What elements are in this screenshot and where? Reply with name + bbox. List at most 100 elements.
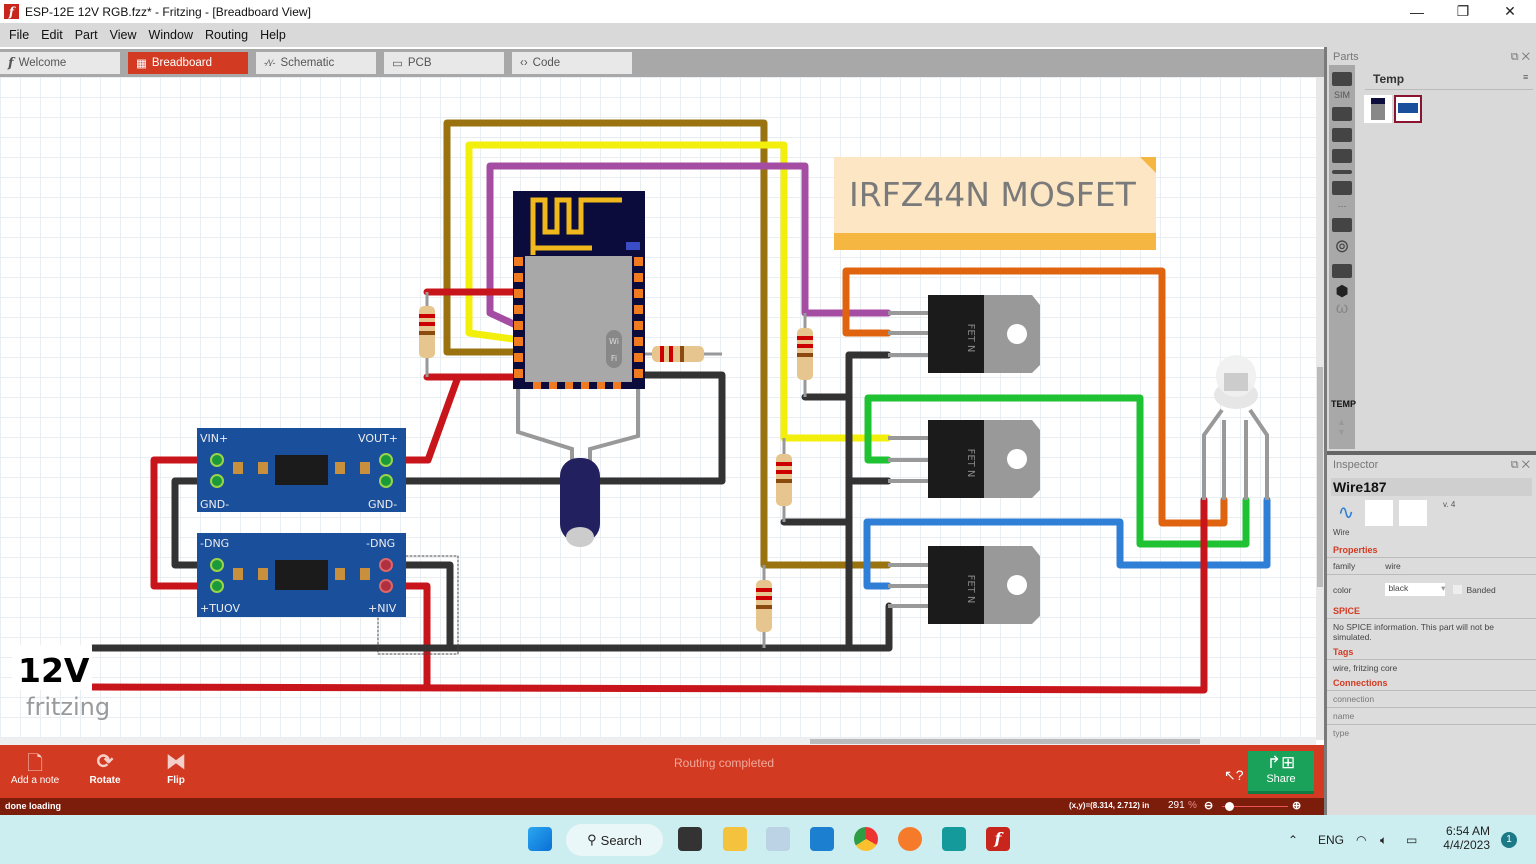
wifi-icon[interactable]: ◠ (1356, 833, 1367, 847)
wire-orange[interactable] (842, 267, 1228, 527)
esp12e-part-thumb[interactable] (1364, 95, 1392, 123)
wire-green[interactable] (864, 394, 1250, 548)
monitor-app-icon[interactable] (766, 827, 790, 851)
volume-icon[interactable]: 🔈︎ (1380, 833, 1388, 847)
mosfet-3[interactable]: FET N (888, 546, 1040, 624)
firefox-icon[interactable] (898, 827, 922, 851)
clock-date: 4/4/2023 (1443, 838, 1490, 852)
notification-badge[interactable]: 1 (1501, 832, 1517, 848)
button-bin-icon[interactable] (1332, 181, 1352, 195)
part-name[interactable]: Wire187 (1331, 478, 1532, 496)
add-note-button[interactable]: 🗋Add a note (5, 749, 65, 786)
taskbar-search[interactable]: ⚲Search (566, 824, 663, 856)
temp-bin-label[interactable]: TEMP (1331, 399, 1357, 409)
tray-expand-icon[interactable]: ⌃ (1288, 833, 1299, 847)
sim-bin-label[interactable]: SIM (1333, 90, 1350, 100)
antenna-bin-icon[interactable]: ⊚ (1334, 236, 1350, 256)
zoom-slider-thumb[interactable] (1224, 802, 1234, 811)
breadboard-canvas[interactable]: IRFZ44N MOSFET (0, 77, 1316, 740)
connector-bin-icon[interactable] (1332, 128, 1352, 142)
wire-brown[interactable] (443, 119, 892, 569)
menu-window[interactable]: Window (148, 28, 193, 42)
ic-bin-icon[interactable] (1332, 107, 1352, 121)
mosfet-1[interactable]: FET N (888, 295, 1040, 373)
wire-black-esp[interactable] (382, 371, 726, 485)
share-button[interactable]: ↱⊞Share (1248, 751, 1314, 794)
close-button[interactable]: ✕ (1504, 3, 1516, 19)
bin-scroll-arrows-icon[interactable]: ▲▼ (1337, 417, 1346, 437)
flip-button[interactable]: ⧓Flip (146, 749, 206, 786)
chrome-icon[interactable] (854, 827, 878, 851)
windows-start-icon[interactable] (528, 827, 552, 851)
menu-view[interactable]: View (109, 28, 137, 42)
wire-red-main[interactable] (89, 496, 1208, 694)
tab-breadboard[interactable]: ▦Breadboard (128, 52, 248, 74)
robot-bin-icon[interactable] (1332, 264, 1352, 278)
tab-schematic[interactable]: -⁄\⁄-Schematic (256, 52, 376, 74)
wire-black-main[interactable] (89, 602, 893, 652)
fritzing-taskbar-icon[interactable]: f (986, 827, 1010, 851)
wire-blue[interactable] (863, 496, 1271, 590)
more-bin-label[interactable]: ··· (1337, 201, 1347, 211)
status-bar: done loading (x,y)=(8.314, 2.712) in 291… (0, 798, 1324, 815)
resistor-1[interactable] (419, 292, 435, 377)
pin-label: +TUOV (200, 602, 240, 615)
menu-routing[interactable]: Routing (204, 28, 249, 42)
tab-code[interactable]: ‹›Code (512, 52, 632, 74)
resistor-2[interactable] (638, 346, 722, 362)
resistor-bin-icon[interactable] (1332, 170, 1352, 174)
tab-pcb[interactable]: ▭PCB (384, 52, 504, 74)
vertical-scrollbar[interactable] (1316, 77, 1324, 740)
rotate-button[interactable]: ⟳Rotate (75, 749, 135, 786)
bin-menu-icon[interactable]: ≡ (1523, 72, 1529, 82)
power-label-12v: 12V (18, 651, 90, 690)
banded-checkbox[interactable] (1453, 585, 1463, 594)
task-view-icon[interactable] (678, 827, 702, 851)
wire-black-gnd[interactable] (171, 477, 221, 569)
resistor-4[interactable] (776, 438, 792, 522)
float-close-icon[interactable]: ⧉ ✕ (1510, 51, 1530, 63)
wire187-selected[interactable] (382, 561, 454, 652)
logic-bin-icon[interactable] (1332, 149, 1352, 163)
wire-purple[interactable] (486, 162, 892, 331)
battery-icon[interactable]: ▭ (1406, 833, 1418, 847)
esp12e-module[interactable]: Wi Fi (513, 191, 645, 389)
capacitor[interactable] (516, 389, 640, 547)
scroll-thumb[interactable] (810, 739, 1200, 744)
scroll-thumb[interactable] (1317, 367, 1323, 587)
zoom-out-icon[interactable]: ⊖ (1204, 800, 1214, 812)
share-icon: ↱⊞ (1266, 753, 1296, 772)
regulator-part-thumb[interactable] (1394, 95, 1422, 123)
maximize-button[interactable]: ❐ (1456, 3, 1470, 19)
color-select[interactable]: black▾ (1385, 583, 1446, 596)
core-bin-icon[interactable] (1332, 72, 1352, 86)
horizontal-scrollbar[interactable] (0, 738, 1316, 745)
hex-bin-icon[interactable]: ⬢ (1335, 283, 1349, 300)
minimize-button[interactable]: — (1410, 3, 1424, 20)
resistor-5[interactable] (756, 565, 772, 648)
menu-part[interactable]: Part (74, 28, 98, 42)
rgb-led[interactable] (1202, 355, 1269, 500)
language-indicator[interactable]: ENG (1318, 833, 1345, 847)
zoom-in-icon[interactable]: ⊕ (1292, 800, 1302, 812)
mail-icon[interactable] (810, 827, 834, 851)
arduino-icon[interactable] (942, 827, 966, 851)
board-bin-icon[interactable] (1332, 218, 1352, 232)
menu-file[interactable]: File (9, 28, 30, 42)
float-close-icon[interactable]: ⧉ ✕ (1510, 459, 1530, 471)
file-explorer-icon[interactable] (723, 827, 747, 851)
zoom-slider[interactable] (1222, 802, 1288, 811)
resistor-3[interactable] (797, 313, 813, 397)
menu-edit[interactable]: Edit (41, 28, 63, 42)
regulator-bottom[interactable]: -DNG -DNG +TUOV +NIV (197, 533, 406, 617)
pin-label: GND- (200, 498, 229, 511)
regulator-top[interactable]: VIN+ VOUT+ GND- GND- (197, 428, 406, 512)
omega-bin-icon[interactable]: ω (1335, 300, 1349, 317)
wire-yellow[interactable] (465, 141, 892, 442)
mosfet-2[interactable]: FET N (888, 420, 1040, 498)
menu-help[interactable]: Help (260, 28, 286, 42)
note-irfz44n[interactable]: IRFZ44N MOSFET (834, 157, 1156, 250)
wire-red-vin[interactable] (150, 456, 221, 590)
